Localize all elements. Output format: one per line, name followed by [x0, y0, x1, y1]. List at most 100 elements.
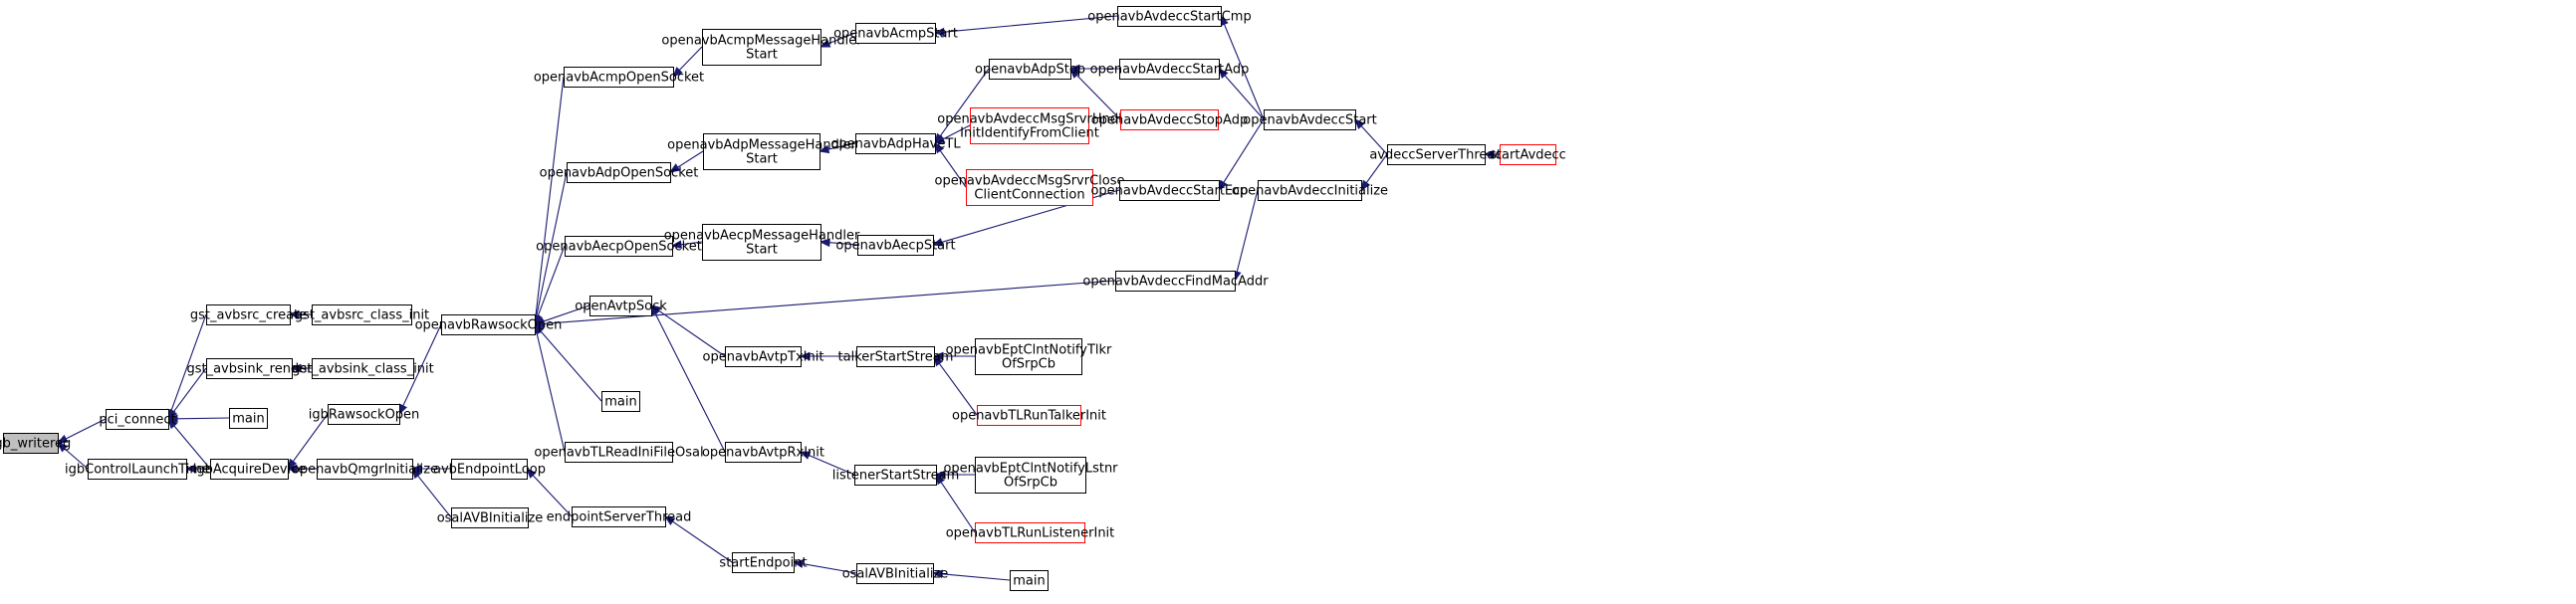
node-openavbTLRunListenerInit[interactable]: openavbTLRunListenerInit [946, 522, 1115, 543]
node-box [589, 296, 652, 316]
edge-line [828, 242, 858, 246]
node-label: openavbAvdeccMsgSrvrClose [934, 174, 1124, 189]
node-openavbTLReadIniFileOsal[interactable]: openavbTLReadIniFileOsal [534, 442, 704, 463]
node-openavbAvdeccStartCmp[interactable]: openavbAvdeccStartCmp [1087, 6, 1252, 27]
edge-line [680, 241, 703, 246]
node-openavbAvtpRxInit[interactable]: openavbAvtpRxInit [702, 442, 824, 463]
node-openAvtpSock[interactable]: openAvtpSock [575, 296, 667, 316]
node-openavbAvdeccStartEcp[interactable]: openavbAvdeccStartEcp [1090, 180, 1249, 201]
node-openavbAdpStop[interactable]: openavbAdpStop [975, 59, 1085, 80]
node-pci_connect[interactable]: pci_connect [99, 409, 176, 430]
node-box [1387, 144, 1486, 165]
node-label: startEndpoint [719, 556, 807, 571]
node-openavbAvdeccFindMacAddr[interactable]: openavbAvdeccFindMacAddr [1082, 271, 1269, 292]
node-openavbAvdeccStartAdp[interactable]: openavbAvdeccStartAdp [1090, 59, 1250, 80]
node-openavbAvdeccStopAdp[interactable]: openavbAvdeccStopAdp [1091, 109, 1248, 130]
call-edge-igbRawsockOpen-to-igbAcquireDevice [287, 413, 329, 471]
node-main_1[interactable]: main [229, 408, 268, 429]
node-gst_avbsink_render[interactable]: gst_avbsink_render [186, 358, 313, 379]
call-edge-openavbAvdeccStopAdp-to-openavbAdpStop [1069, 68, 1121, 120]
node-label: openavbAvdeccMsgSrvrHndl [937, 112, 1121, 127]
call-edge-igbAcquireDevice-to-pci_connect [167, 417, 211, 470]
node-listenerStartStream[interactable]: listenerStartStream [832, 465, 959, 486]
call-edge-gst_avbsrc_class_init-to-gst_avbsrc_create [288, 309, 312, 319]
node-openavbTLRunTalkerInit[interactable]: openavbTLRunTalkerInit [952, 405, 1106, 426]
node-label: openavbAvdeccStartCmp [1087, 10, 1251, 25]
node-box [88, 459, 187, 480]
node-label: openavbAvdeccStart [1243, 113, 1376, 128]
call-edge-igbAcquireDevice-to-igbControlLaunchTime [184, 464, 210, 474]
node-openavbRawsockOpen[interactable]: openavbRawsockOpen [415, 314, 563, 335]
node-openavbQmgrInitialize[interactable]: openavbQmgrInitialize [292, 459, 438, 480]
edge-arrowhead [934, 470, 946, 480]
node-box [1115, 271, 1236, 292]
node-openavbAcmpStart[interactable]: openavbAcmpStart [833, 23, 958, 44]
node-gst_avbsink_class_init[interactable]: gst_avbsink_class_init [292, 358, 434, 379]
node-igbControlLaunchTime[interactable]: igbControlLaunchTime [65, 459, 210, 480]
node-box [1119, 180, 1220, 201]
call-edge-osalAVBInitialize_2-to-startEndpoint [792, 559, 857, 574]
node-gst_avbsrc_create[interactable]: gst_avbsrc_create [190, 304, 307, 325]
node-box [989, 59, 1071, 80]
node-label: openavbAcmpStart [833, 27, 958, 42]
node-osalAVBInitialize_1[interactable]: osalAVBInitialize [437, 507, 544, 528]
node-label: openavbQmgrInitialize [292, 463, 438, 478]
edge-line [828, 32, 856, 45]
call-edge-endpointServerThread-to-avbEndpointLoop [526, 468, 573, 517]
node-startAvdecc[interactable]: startAvdecc [1490, 144, 1566, 165]
node-label: avdeccServerThread [1369, 148, 1503, 163]
node-openavbAvdeccStart[interactable]: openavbAvdeccStart [1243, 109, 1377, 130]
edge-line [809, 455, 855, 476]
node-igbAcquireDevice[interactable]: igbAcquireDevice [193, 459, 307, 480]
node-openavbAvdeccMsgSrvrHndlInitIdentifyFromClient[interactable]: openavbAvdeccMsgSrvrHndlInitIdentifyFrom… [937, 107, 1122, 144]
node-main_2[interactable]: main [601, 391, 640, 412]
node-box [601, 391, 640, 412]
edge-line [64, 448, 89, 470]
node-openavbAvdeccMsgSrvrCloseClientConnection[interactable]: openavbAvdeccMsgSrvrCloseClientConnectio… [934, 169, 1125, 206]
edge-arrowhead [526, 468, 537, 479]
edge-line [402, 323, 442, 407]
call-edge-openavbTLRunListenerInit-to-listenerStartStream [935, 473, 976, 533]
node-gst_avbsrc_class_init[interactable]: gst_avbsrc_class_init [295, 304, 429, 325]
node-endpointServerThread[interactable]: endpointServerThread [547, 506, 692, 527]
node-label: osalAVBInitialize [842, 567, 949, 582]
call-edge-avbEndpointLoop-to-openavbQmgrInitialize [410, 464, 451, 474]
node-openavbAdpHaveTL[interactable]: openavbAdpHaveTL [830, 133, 961, 154]
call-edge-openavbAecpMessageHandlerStart-to-openavbAecpOpenSocket [670, 240, 703, 250]
node-label: openavbAecpOpenSocket [536, 240, 702, 255]
node-layer: igb_writereg pci_connect igbControlLaunchT… [0, 6, 1566, 591]
node-igbRawsockOpen[interactable]: igbRawsockOpen [309, 404, 420, 425]
call-edge-openavbTLReadIniFileOsal-to-openavbRawsockOpen [532, 322, 566, 453]
node-label: gst_avbsrc_create [190, 308, 307, 323]
node-box [1264, 109, 1356, 130]
edge-line [540, 330, 602, 402]
node-openavbAdpOpenSocket[interactable]: openavbAdpOpenSocket [540, 162, 699, 183]
node-label: listenerStartStream [832, 469, 959, 484]
node-igb_writereg[interactable]: igb_writereg [0, 433, 71, 454]
node-talkerStartStream[interactable]: talkerStartStream [838, 346, 954, 367]
node-box [854, 465, 937, 486]
call-edge-openavbAvdeccStartCmp-to-openavbAcmpStart [933, 15, 1118, 37]
edge-line [1223, 24, 1265, 120]
node-startEndpoint[interactable]: startEndpoint [719, 552, 808, 573]
node-avdeccServerThread[interactable]: avdeccServerThread [1369, 144, 1504, 165]
node-openavbAecpStart[interactable]: openavbAecpStart [835, 235, 956, 256]
node-avbEndpointLoop[interactable]: avbEndpointLoop [433, 459, 546, 480]
node-openavbAvtpTxInit[interactable]: openavbAvtpTxInit [703, 346, 824, 367]
node-label: openavbAecpStart [835, 239, 955, 254]
node-label: openavbAcmpMessageHandler [661, 34, 862, 49]
node-openavbAvdeccInitialize[interactable]: openavbAvdeccInitialize [1232, 180, 1388, 201]
node-openavbAcmpOpenSocket[interactable]: openavbAcmpOpenSocket [534, 67, 704, 88]
edge-line [1365, 153, 1388, 184]
node-label: main [1013, 574, 1045, 589]
node-label: openavbEptClntNotifyTlkr [946, 343, 1112, 358]
node-osalAVBInitialize_2[interactable]: osalAVBInitialize [842, 563, 949, 584]
call-edge-startAvdecc-to-avdeccServerThread [1483, 149, 1500, 159]
node-main_3[interactable]: main [1010, 570, 1049, 591]
node-openavbAecpOpenSocket[interactable]: openavbAecpOpenSocket [536, 236, 702, 257]
